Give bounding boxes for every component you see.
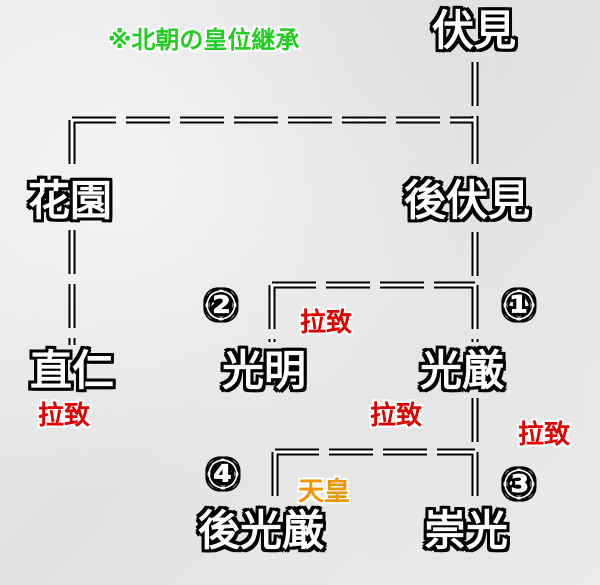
note-naohito-abducted: 拉致 [38,401,91,431]
node-hanazono: 花園 [28,176,113,225]
node-gofushimi: 後伏見 [404,176,531,225]
order-mark-kogon: ① [502,283,536,329]
order-mark-suko: ③ [502,462,536,508]
node-fushimi: 伏見 [432,6,517,55]
note-kogon-abducted: 拉致 [370,401,423,431]
note-gokogon-emperor: 天皇 [298,477,351,507]
diagram-title: ※北朝の皇位継承 [108,26,300,54]
node-suko: 崇光 [424,506,509,555]
note-suko-abducted: 拉致 [518,420,571,450]
order-mark-gokogon: ④ [206,452,240,498]
node-komyo: 光明 [222,346,307,395]
node-naohito: 直仁 [30,346,115,395]
node-gokogon: 後光厳 [198,506,325,555]
note-komyo-abducted: 拉致 [300,308,353,338]
order-mark-komyo: ② [204,283,238,329]
node-kogon: 光厳 [420,346,505,395]
